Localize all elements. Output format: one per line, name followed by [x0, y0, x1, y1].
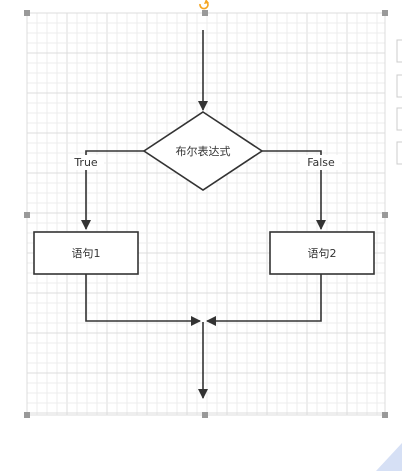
handle-bottom-left[interactable] [24, 412, 30, 418]
rotate-handle-icon[interactable] [199, 0, 209, 10]
edge-left-to-merge[interactable] [85, 274, 201, 326]
edges [81, 30, 326, 399]
handle-bottom-right[interactable] [382, 412, 388, 418]
side-panel-fields [396, 39, 402, 165]
decision-node[interactable]: 布尔表达式 [142, 111, 264, 191]
edge-true-label-bg [68, 155, 104, 170]
edge-false-label: False [307, 156, 335, 169]
edge-true-branch[interactable] [81, 150, 144, 230]
statement-right-box[interactable] [269, 231, 375, 275]
decision-label: 布尔表达式 [176, 144, 231, 158]
handle-middle-left[interactable] [24, 212, 30, 218]
handle-bottom-center[interactable] [202, 412, 208, 418]
side-field-3[interactable] [396, 107, 402, 131]
side-field-1[interactable] [396, 39, 402, 63]
statement-node-left[interactable]: 语句1 [33, 231, 139, 275]
statement-left-box[interactable] [33, 231, 139, 275]
handle-top-right[interactable] [382, 10, 388, 16]
edge-false-branch[interactable] [262, 150, 326, 230]
edge-right-to-merge[interactable] [206, 274, 322, 326]
edge-false-label-bg [300, 155, 342, 170]
edge-true-label: True [73, 156, 98, 169]
decision-diamond[interactable] [142, 111, 264, 191]
side-field-2[interactable] [396, 74, 402, 98]
corner-accent [376, 443, 402, 471]
handle-middle-right[interactable] [382, 212, 388, 218]
statement-right-label: 语句2 [308, 247, 337, 260]
handle-top-left[interactable] [24, 10, 30, 16]
side-field-4[interactable] [396, 141, 402, 165]
grid-background [26, 12, 386, 416]
statement-node-right[interactable]: 语句2 [269, 231, 375, 275]
statement-left-label: 语句1 [72, 247, 101, 260]
selection-handles[interactable] [24, 10, 388, 418]
handle-top-center[interactable] [202, 10, 208, 16]
